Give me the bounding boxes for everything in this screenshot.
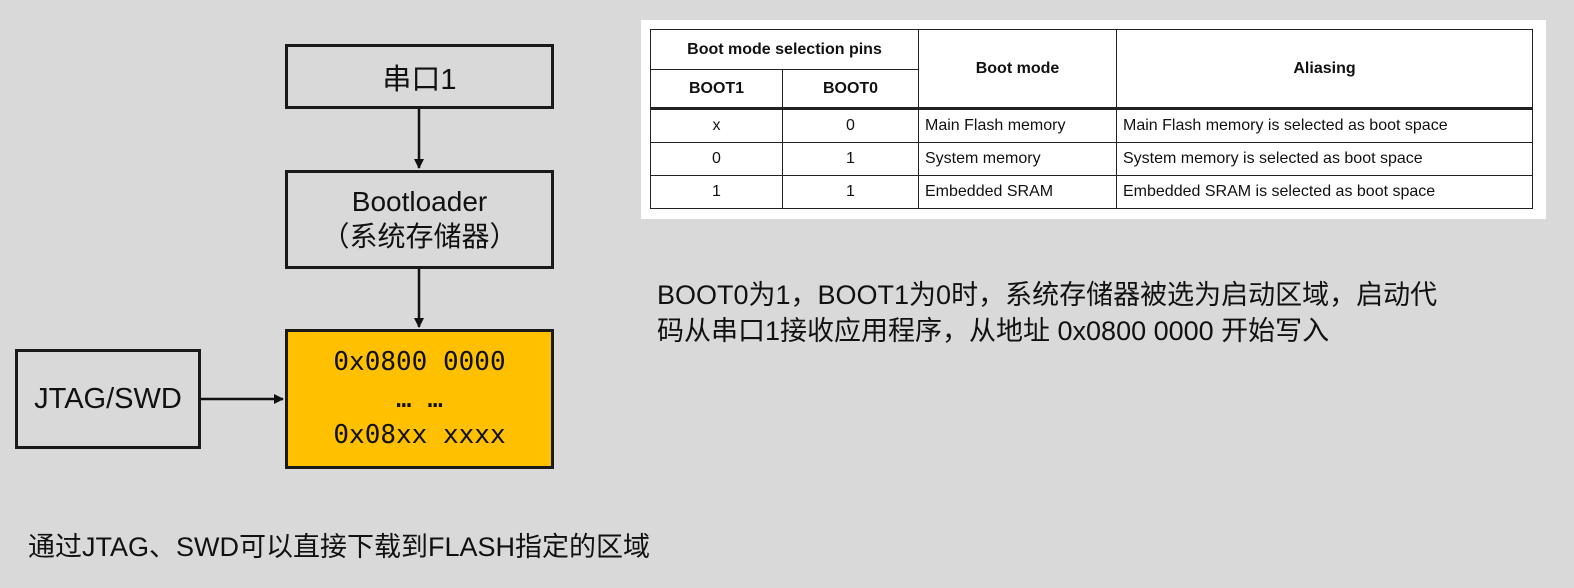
table-row: 1 1 Embedded SRAM Embedded SRAM is selec… (650, 175, 1533, 209)
system-memory-label: （系统存储器） (321, 220, 518, 252)
description-line-1: BOOT0为1，BOOT1为0时，系统存储器被选为启动区域，启动代 (657, 280, 1438, 310)
end-address: 0x08xx xxxx (333, 420, 506, 451)
boot0-cell: 1 (782, 175, 919, 209)
aliasing-header: Aliasing (1116, 29, 1533, 109)
description-line-2: 码从串口1接收应用程序，从地址 0x0800 0000 开始写入 (657, 316, 1330, 347)
boot-pins-group-header: Boot mode selection pins (650, 29, 919, 70)
bootloader-box: Bootloader （系统存储器） (285, 170, 554, 269)
boot-mode-header: Boot mode (918, 29, 1117, 109)
alias-cell: Embedded SRAM is selected as boot space (1116, 175, 1533, 209)
table-row: x 0 Main Flash memory Main Flash memory … (650, 108, 1533, 143)
alias-cell: Main Flash memory is selected as boot sp… (1116, 108, 1533, 143)
boot0-cell: 1 (782, 142, 919, 176)
start-address: 0x0800 0000 (333, 347, 506, 378)
boot1-cell: x (650, 108, 783, 143)
boot1-header: BOOT1 (650, 69, 783, 109)
alias-cell: System memory is selected as boot space (1116, 142, 1533, 176)
footer-note: 通过JTAG、SWD可以直接下载到FLASH指定的区域 (28, 532, 651, 562)
mode-cell: System memory (918, 142, 1117, 176)
boot-mode-table-panel: Boot mode selection pins Boot mode Alias… (641, 20, 1546, 219)
boot0-header: BOOT0 (782, 69, 919, 109)
uart-box: 串口1 (285, 44, 554, 109)
boot0-cell: 0 (782, 108, 919, 143)
boot1-cell: 1 (650, 175, 783, 209)
uart-label: 串口1 (382, 63, 457, 96)
mode-cell: Embedded SRAM (918, 175, 1117, 209)
jtag-swd-box: JTAG/SWD (15, 349, 201, 449)
mode-cell: Main Flash memory (918, 108, 1117, 143)
boot-mode-table: Boot mode selection pins Boot mode Alias… (650, 29, 1533, 209)
boot-description: BOOT0为1，BOOT1为0时，系统存储器被选为启动区域，启动代 码从串口1接… (657, 277, 1547, 350)
flash-memory-box: 0x0800 0000 … … 0x08xx xxxx (285, 329, 554, 469)
address-ellipsis: … … (396, 383, 443, 414)
bootloader-label: Bootloader (351, 186, 488, 218)
jtag-swd-label: JTAG/SWD (34, 382, 182, 415)
boot1-cell: 0 (650, 142, 783, 176)
table-row: 0 1 System memory System memory is selec… (650, 142, 1533, 176)
